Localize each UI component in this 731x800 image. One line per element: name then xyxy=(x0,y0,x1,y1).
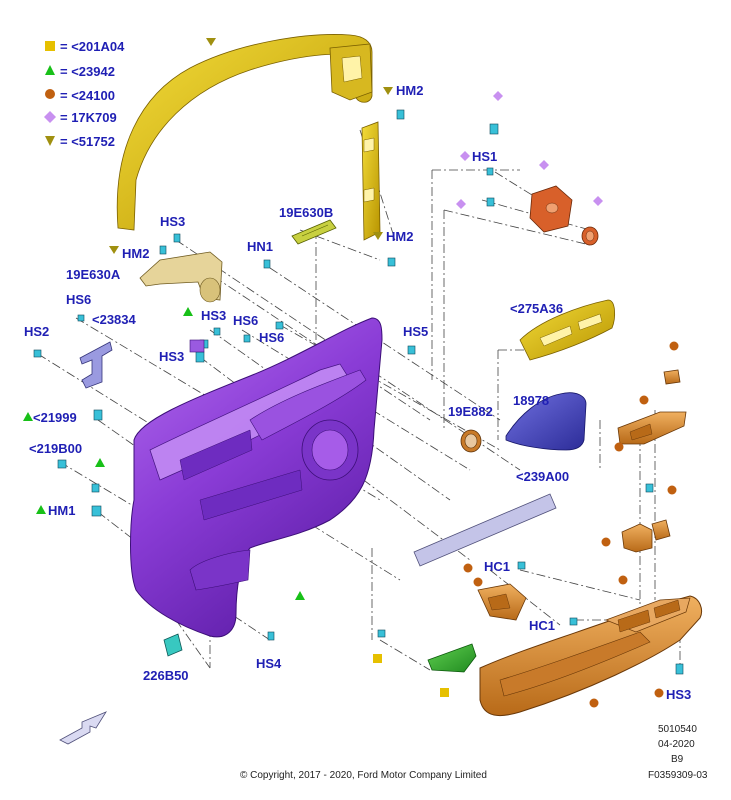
callout-226b50: 226B50 xyxy=(143,668,189,683)
callout-hc1-low: HC1 xyxy=(529,618,556,633)
ring-19e882 xyxy=(460,429,482,453)
legend-triangle-up-icon xyxy=(45,65,55,75)
callout-275a36: <275A36 xyxy=(510,301,564,316)
door-trim-panel xyxy=(130,317,383,638)
diagram-symbols xyxy=(23,38,679,708)
legend-circle-icon xyxy=(45,89,55,99)
callout-19e630a: 19E630A xyxy=(66,267,121,282)
footer-date: 04-2020 xyxy=(658,739,695,750)
callout-hm2-top: HM2 xyxy=(396,83,424,98)
pocket-liner xyxy=(427,643,477,673)
footer-copyright: © Copyright, 2017 - 2020, Ford Motor Com… xyxy=(240,770,487,781)
callout-hs6-left: HS6 xyxy=(66,292,92,307)
legend-entry-4: = 17K709 xyxy=(60,110,117,125)
callout-219b00: <219B00 xyxy=(29,441,83,456)
legend-diamond-icon xyxy=(44,111,56,123)
callout-hm2-left: HM2 xyxy=(122,246,150,261)
footer-figure-id: F0359309-03 xyxy=(648,770,708,781)
callout-hc1-top: HC1 xyxy=(484,559,511,574)
callout-hs3-bottom: HS3 xyxy=(666,687,692,702)
callout-hs3-top: HS3 xyxy=(160,214,186,229)
insert-18978 xyxy=(505,392,587,451)
callout-19e630b: 19E630B xyxy=(279,205,334,220)
callout-hs4: HS4 xyxy=(256,656,282,671)
view-direction-arrow-icon xyxy=(59,711,108,745)
callout-hs3-low: HS3 xyxy=(159,349,185,364)
callout-21999: <21999 xyxy=(33,410,77,425)
callout-hm1: HM1 xyxy=(48,503,76,518)
legend-entry-2: = <23942 xyxy=(60,64,115,79)
callout-hn1: HN1 xyxy=(247,239,274,254)
legend-entry-1: = <201A04 xyxy=(60,39,125,54)
callout-hs6-mid: HS6 xyxy=(233,313,259,328)
callout-19e882: 19E882 xyxy=(448,404,493,419)
clip-226b50 xyxy=(163,633,183,657)
legend-entry-5: = <51752 xyxy=(60,134,115,149)
callout-hs5: HS5 xyxy=(403,324,429,339)
frame-moulding xyxy=(116,34,381,241)
callout-hs1: HS1 xyxy=(472,149,498,164)
callout-18978: 18978 xyxy=(513,393,550,408)
switch-strip-19e630b xyxy=(291,219,337,245)
handle-bracket-19e630a xyxy=(139,251,223,303)
strip-239a00 xyxy=(413,493,557,567)
callout-239a00: <239A00 xyxy=(516,469,570,484)
legend-square-icon xyxy=(45,41,55,51)
bracket-23834 xyxy=(79,341,113,389)
bezel-275a36 xyxy=(519,299,616,361)
clip-purple xyxy=(189,339,205,353)
callout-hm2-right: HM2 xyxy=(386,229,414,244)
legend-entry-3: = <24100 xyxy=(60,88,115,103)
callout-23834: <23834 xyxy=(92,312,136,327)
callout-hs3-mid: HS3 xyxy=(201,308,227,323)
speaker-grille xyxy=(529,185,599,246)
legend-triangle-down-icon xyxy=(45,136,55,146)
footer-variant: B9 xyxy=(671,754,684,765)
callout-hs6-right: HS6 xyxy=(259,330,285,345)
footer-code: 5010540 xyxy=(658,724,697,735)
callout-hs2: HS2 xyxy=(24,324,50,339)
armrest-assembly xyxy=(477,369,703,717)
